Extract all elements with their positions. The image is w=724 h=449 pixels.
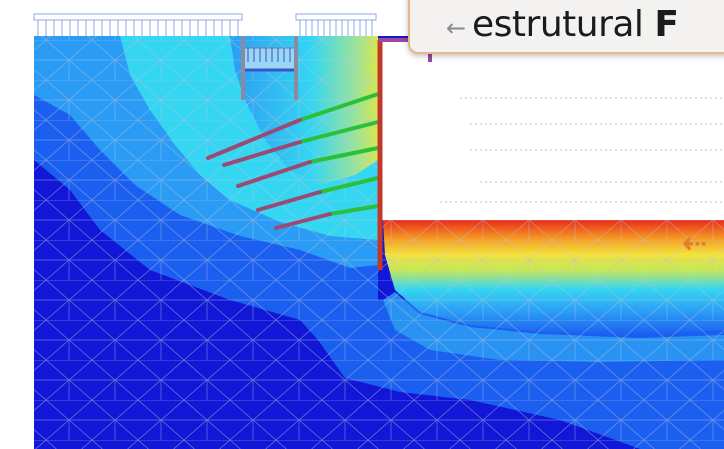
surface-load-right	[295, 13, 377, 36]
excavation-faint-lines	[440, 97, 724, 203]
callout-text: estrutural F	[472, 4, 679, 45]
callout-text-bold: F	[654, 4, 679, 45]
footing-structure	[241, 36, 298, 100]
surface-load-left	[33, 13, 243, 36]
fem-mesh-right	[382, 220, 724, 449]
excavation-void	[382, 40, 724, 220]
ground-anchors	[206, 92, 380, 230]
back-arrow-icon: ←	[446, 14, 467, 42]
callout-text-regular: estrutural	[472, 4, 655, 45]
fem-mesh	[34, 36, 382, 449]
title-callout: ← estrutural F	[408, 0, 724, 54]
dashed-left-arrow-icon: ⇠	[682, 226, 708, 261]
